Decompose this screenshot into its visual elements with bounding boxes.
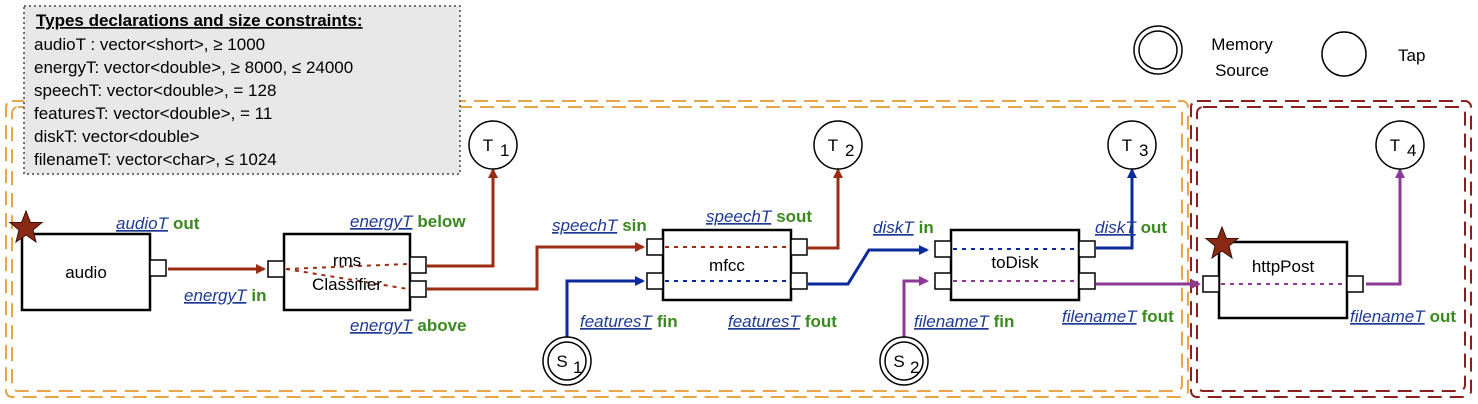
component-todisk[interactable]: toDisk xyxy=(934,228,1096,302)
edge-rms-mfcc xyxy=(427,242,645,291)
tap-label: T xyxy=(828,136,838,155)
port-todisk-in[interactable] xyxy=(934,240,952,258)
declaration-line: energyT: vector<double>, ≥ 8000, ≤ 24000 xyxy=(34,58,353,77)
tap-t3[interactable]: T 3 xyxy=(1107,120,1157,170)
legend-source-label: Source xyxy=(1215,61,1269,80)
component-label: rms xyxy=(333,251,361,270)
edge-httppost-tap4 xyxy=(1366,168,1405,286)
edge-mfcc-todisk xyxy=(808,245,929,286)
memory-source-legend-icon xyxy=(1133,25,1183,75)
port-mfcc-fout[interactable] xyxy=(790,272,808,290)
tap-t1[interactable]: T 1 xyxy=(468,120,518,170)
port-todisk-fin[interactable] xyxy=(934,272,952,290)
source-subscript: 1 xyxy=(573,358,582,377)
tap-label: T xyxy=(1390,136,1400,155)
declaration-line: filenameT: vector<char>, ≤ 1024 xyxy=(34,150,277,169)
port-rms-below[interactable] xyxy=(409,256,427,274)
port-mfcc-sout[interactable] xyxy=(790,238,808,256)
connections xyxy=(168,168,1405,343)
edge-todisk-tap3 xyxy=(1096,168,1137,250)
component-label: toDisk xyxy=(991,253,1039,272)
port-todisk-out[interactable] xyxy=(1078,240,1096,258)
port-mfcc-sin[interactable] xyxy=(646,238,664,256)
source-subscript: 2 xyxy=(910,358,919,377)
tap-subscript: 2 xyxy=(845,141,854,160)
port-rms-in[interactable] xyxy=(267,260,285,278)
region-maroon xyxy=(1190,100,1472,398)
star-icon xyxy=(1204,225,1240,260)
legend: Memory Source Tap xyxy=(1133,25,1425,80)
memory-source-s1[interactable]: S 1 xyxy=(542,336,592,386)
component-audio[interactable]: audio xyxy=(20,232,167,312)
port-mfcc-fin[interactable] xyxy=(646,272,664,290)
component-httppost[interactable]: httpPost xyxy=(1202,240,1364,320)
port-todisk-fout[interactable] xyxy=(1078,272,1096,290)
region-orange xyxy=(5,100,1189,398)
component-rms-classifier[interactable]: rms Classifier xyxy=(267,232,427,312)
tap-legend-icon xyxy=(1321,31,1367,77)
declaration-line: diskT: vector<double> xyxy=(34,127,199,146)
port-audio-out[interactable] xyxy=(149,259,167,277)
tap-subscript: 3 xyxy=(1139,141,1148,160)
component-label: audio xyxy=(65,263,107,282)
component-label: Classifier xyxy=(312,275,382,294)
memory-source-s2[interactable]: S 2 xyxy=(879,336,929,386)
tap-subscript: 1 xyxy=(500,141,509,160)
source-label: S xyxy=(893,352,904,371)
type-declarations-box: Types declarations and size constraints:… xyxy=(23,5,461,175)
edge-mfcc-tap2 xyxy=(808,168,843,250)
declaration-line: audioT : vector<short>, ≥ 1000 xyxy=(34,35,265,54)
component-label: mfcc xyxy=(709,256,745,275)
port-rms-above[interactable] xyxy=(409,280,427,298)
legend-tap-label: Tap xyxy=(1398,46,1425,65)
tap-t4[interactable]: T 4 xyxy=(1375,120,1425,170)
port-httppost-in[interactable] xyxy=(1202,275,1220,293)
edge-s2-todisk xyxy=(902,276,929,343)
declarations-title: Types declarations and size constraints: xyxy=(36,11,363,30)
legend-memory-label: Memory xyxy=(1211,35,1273,54)
declaration-line: featuresT: vector<double>, = 11 xyxy=(34,104,272,123)
edge-rms-tap1 xyxy=(427,168,498,268)
star-icon xyxy=(8,209,44,244)
port-httppost-out[interactable] xyxy=(1346,275,1364,293)
component-label: httpPost xyxy=(1252,257,1315,276)
tap-label: T xyxy=(1122,136,1132,155)
tap-label: T xyxy=(483,136,493,155)
tap-subscript: 4 xyxy=(1407,141,1416,160)
source-label: S xyxy=(556,352,567,371)
tap-t2[interactable]: T 2 xyxy=(813,120,863,170)
declaration-line: speechT: vector<double>, = 128 xyxy=(34,81,276,100)
edge-s1-mfcc xyxy=(565,276,645,343)
component-mfcc[interactable]: mfcc xyxy=(646,228,808,302)
